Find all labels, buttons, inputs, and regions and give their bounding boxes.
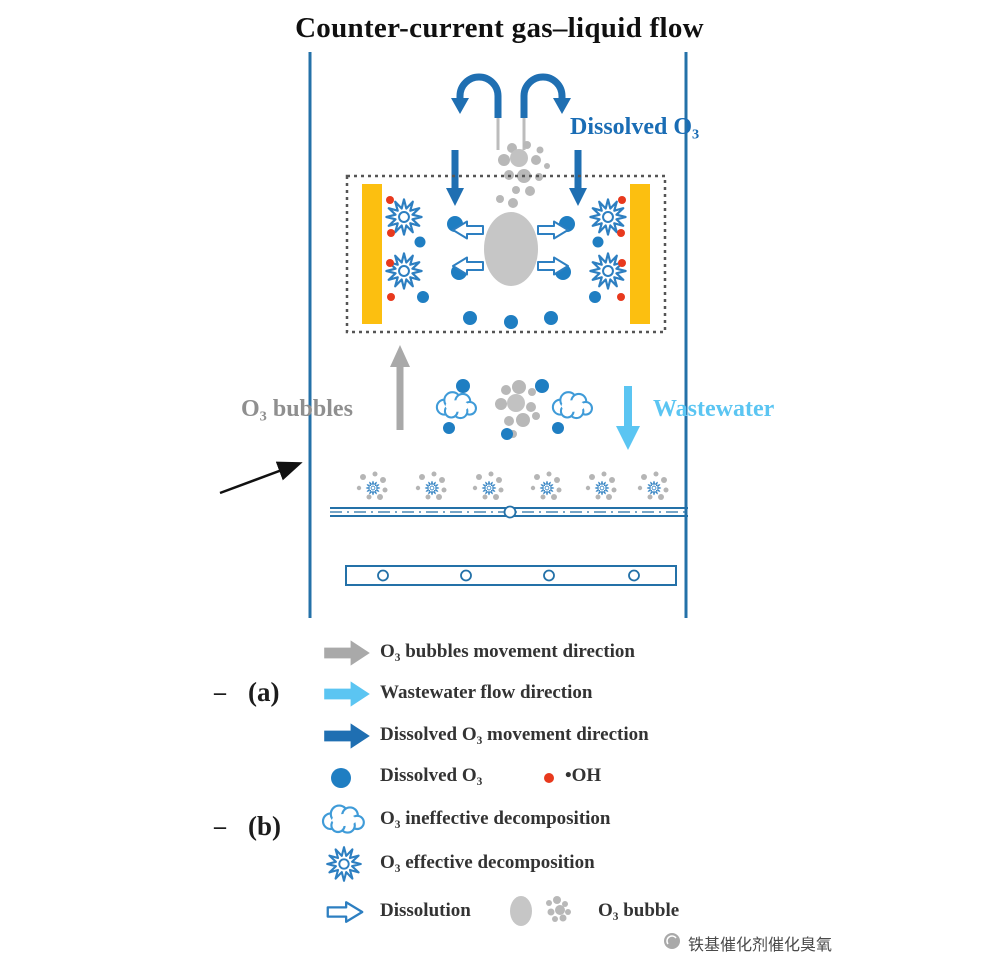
starburst-icon (326, 846, 362, 882)
lightblue-arrow-icon (324, 681, 370, 707)
label-dissolved-o3: Dissolved O₃ (570, 114, 700, 140)
o3-bubble-icon (510, 896, 571, 926)
gas-outlet-icon (451, 73, 571, 150)
watermark-logo-icon (664, 933, 680, 949)
watermark-text: 铁基催化剂催化臭氧 (688, 935, 833, 954)
darkblue-arrow-icon (324, 723, 370, 749)
gas-sparger (345, 565, 677, 586)
catalyst-bar-right (630, 184, 650, 324)
pointer-arrow-icon (219, 461, 303, 495)
o3-bubbles-up-arrow-icon (390, 345, 410, 430)
label-o3-bubbles: O₃ bubbles (241, 396, 353, 422)
legend-label-oh-radical: •OH (565, 765, 602, 786)
middle-bubble-cluster-icon (495, 380, 540, 438)
oh-radical-dots-icon (386, 196, 626, 301)
catalyst-bar-left (362, 184, 382, 324)
dissolved-o3-dot-icon (331, 768, 351, 788)
legend-label-dissolved-o3: Dissolved O₃ (380, 765, 483, 786)
distributor-plate (330, 472, 688, 519)
panel-b-dash: – (214, 814, 226, 840)
wastewater-down-arrow-icon (616, 386, 640, 450)
top-bubble-cluster-icon (496, 141, 550, 208)
legend-label-dissolution: Dissolution (380, 900, 471, 921)
dissolved-o3-arrows-icon (446, 150, 587, 206)
gray-arrow-icon (324, 640, 370, 666)
oh-radical-dot-icon (544, 773, 554, 783)
dissolution-arrow-icon (326, 901, 364, 923)
middle-dissolved-o3-dots-icon (443, 379, 564, 440)
central-o3-bubble-icon (484, 212, 538, 286)
legend-label-effective-decomposition: O₃ effective decomposition (380, 852, 595, 873)
reaction-zone-box (345, 174, 667, 334)
cloud-icon (321, 804, 365, 834)
panel-b-label: (b) (248, 811, 281, 841)
legend-label-wastewater-direction: Wastewater flow direction (380, 682, 593, 703)
legend-label-ineffective-decomposition: O₃ ineffective decomposition (380, 808, 611, 829)
legend-label-dissolved-o3-direction: Dissolved O₃ movement direction (380, 724, 649, 745)
panel-a-label: (a) (248, 677, 280, 707)
label-wastewater: Wastewater (653, 396, 775, 422)
figure-title: Counter-current gas–liquid flow (295, 12, 704, 44)
reactor-column-walls (308, 52, 688, 618)
legend-label-o3-bubble: O₃ bubble (598, 900, 680, 921)
legend-label-o3-bubbles-direction: O₃ bubbles movement direction (380, 641, 635, 662)
panel-a-dash: – (214, 680, 226, 706)
